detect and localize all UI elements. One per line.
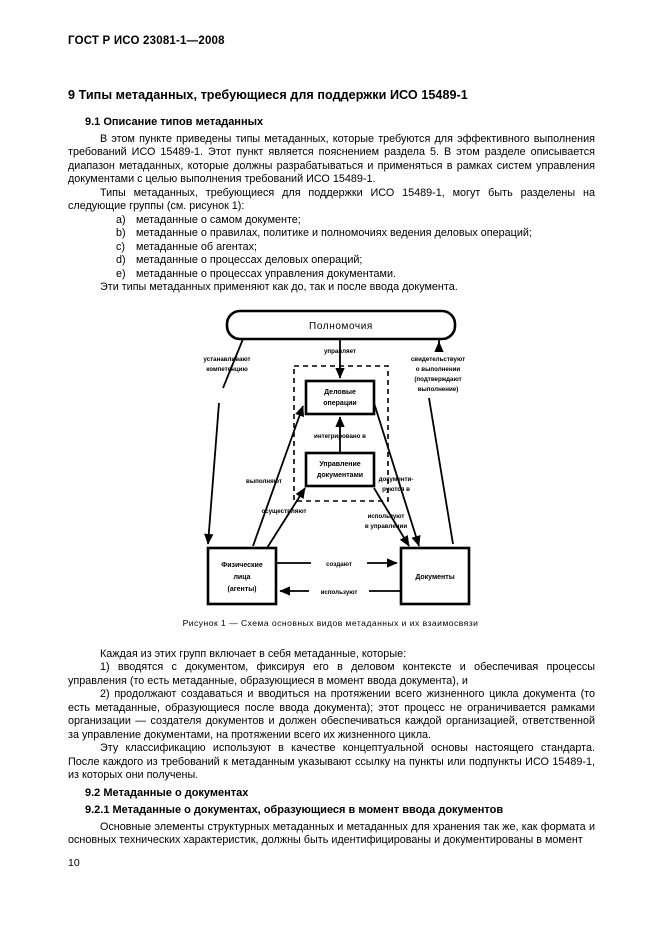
edge-label-witness-line4: выполнение) <box>417 386 458 393</box>
edge-label-perform: выполняют <box>246 478 282 485</box>
edge-label-integrated-into: интегрировано в <box>314 433 366 440</box>
metadata-type-list: a) метаданные о самом документе; b) метада… <box>68 214 595 281</box>
node-business-operations-label-line1: Деловые <box>324 389 356 396</box>
list-marker: a) <box>116 213 126 226</box>
list-marker: d) <box>116 254 126 267</box>
edge-label-establish-competence-line1: устанавливают <box>203 356 250 363</box>
subsection-9-1-heading: 9.1 Описание типов метаданных <box>85 116 264 128</box>
arrow-perform <box>251 405 304 547</box>
list-marker: e) <box>116 267 126 280</box>
paragraph-groups-include: Каждая из этих групп включает в себя мет… <box>100 648 407 660</box>
figure-1-container: Полномочия Деловые операции Управление д… <box>0 298 661 610</box>
arrow-carry-out <box>265 487 306 549</box>
edge-label-witness-line2: о выполнении <box>415 366 460 373</box>
label-backdrop-use <box>308 585 369 596</box>
node-business-operations-label-line2: операции <box>323 400 356 407</box>
list-item: e) метаданные о процессах управления доку… <box>68 268 595 281</box>
page-header: ГОСТ Р ИСО 23081-1—2008 <box>68 35 225 47</box>
paragraph-9-1-intro: В этом пункте приведены типы метаданных,… <box>68 133 595 186</box>
list-marker: c) <box>116 240 125 253</box>
list-item: a) метаданные о самом документе; <box>68 214 595 227</box>
list-marker: b) <box>116 227 126 240</box>
list-text: метаданные о правилах, политике и полном… <box>136 227 532 240</box>
edge-label-documented-in-line2: руются в <box>382 486 410 493</box>
figure-1-caption: Рисунок 1 — Схема основных видов метадан… <box>182 618 479 628</box>
edge-label-carry-out: осуществляют <box>261 508 306 515</box>
page-number: 10 <box>68 857 80 869</box>
list-item: b) метаданные о правилах, политике и полн… <box>68 227 595 240</box>
edge-label-establish-competence-line2: компетенцию <box>206 366 248 373</box>
edge-label-used-in-management-line1: используют <box>367 513 404 520</box>
line-establish-competence-upper <box>221 338 244 389</box>
node-records-management-label-line1: Управление <box>319 461 360 468</box>
node-agents-label-line2: лица <box>233 574 250 581</box>
list-text: метаданные о самом документе; <box>136 213 301 226</box>
edge-label-create: создают <box>326 561 352 568</box>
paragraph-9-1-before-after: Эти типы метаданных применяют как до, та… <box>100 280 458 293</box>
edge-label-use: используют <box>320 589 357 596</box>
edge-label-documented-in-line1: документи- <box>378 476 413 483</box>
main-text-column: 9 Типы метаданных, требующиеся для подде… <box>68 88 595 294</box>
arrow-establish-competence <box>203 402 220 545</box>
section-9-heading: 9 Типы метаданных, требующиеся для подде… <box>68 88 468 102</box>
node-authorities-box <box>225 309 456 341</box>
arrow-documented-in <box>372 402 420 547</box>
edge-label-witness-line3: (подтверждают <box>414 376 461 383</box>
node-records-management-box <box>304 451 375 488</box>
node-records-label: Документы <box>415 574 454 581</box>
node-records-box <box>399 546 470 606</box>
list-item: d) метаданные о процессах деловых операци… <box>68 254 595 267</box>
subsection-9-2-1-heading: 9.2.1 Метаданные о документах, образующи… <box>85 803 504 816</box>
node-agents-label-line3: (агенты) <box>227 586 256 593</box>
paragraph-item-1: 1) вводятся с документом, фиксируя его в… <box>68 661 595 687</box>
line-witness-lower <box>427 397 454 545</box>
lower-text-column: Каждая из этих групп включает в себя мет… <box>68 648 595 847</box>
node-agents-label-line1: Физические <box>221 562 263 569</box>
edge-label-manages: управляет <box>323 348 355 355</box>
node-business-operations-box <box>304 379 375 416</box>
paragraph-9-2-1-body: Основные элементы структурных метаданных… <box>68 820 595 846</box>
list-text: метаданные о процессах управления докуме… <box>136 267 397 280</box>
edge-label-witness-line1: свидетельствуют <box>410 356 464 363</box>
node-records-management-label-line2: документами <box>316 472 362 479</box>
list-text: метаданные об агентах; <box>136 240 257 253</box>
arrow-used-in-management <box>372 487 410 547</box>
label-backdrop-create <box>310 557 367 568</box>
edge-label-used-in-management-line2: в управлении <box>364 523 406 530</box>
subsection-9-2-heading: 9.2 Метаданные о документах <box>85 786 249 799</box>
paragraph-item-2: 2) продолжают создаваться и вводиться на… <box>68 688 595 741</box>
figure-1-diagram: Полномочия Деловые операции Управление д… <box>181 298 481 610</box>
list-text: метаданные о процессах деловых операций; <box>136 254 363 267</box>
paragraph-9-1-groups: Типы метаданных, требующиеся для поддерж… <box>68 186 595 213</box>
paragraph-classification: Эту классификацию используют в качестве … <box>68 742 595 782</box>
list-item: c) метаданные об агентах; <box>68 241 595 254</box>
node-agents-box <box>206 546 277 606</box>
node-authorities-label: Полномочия <box>309 321 373 332</box>
